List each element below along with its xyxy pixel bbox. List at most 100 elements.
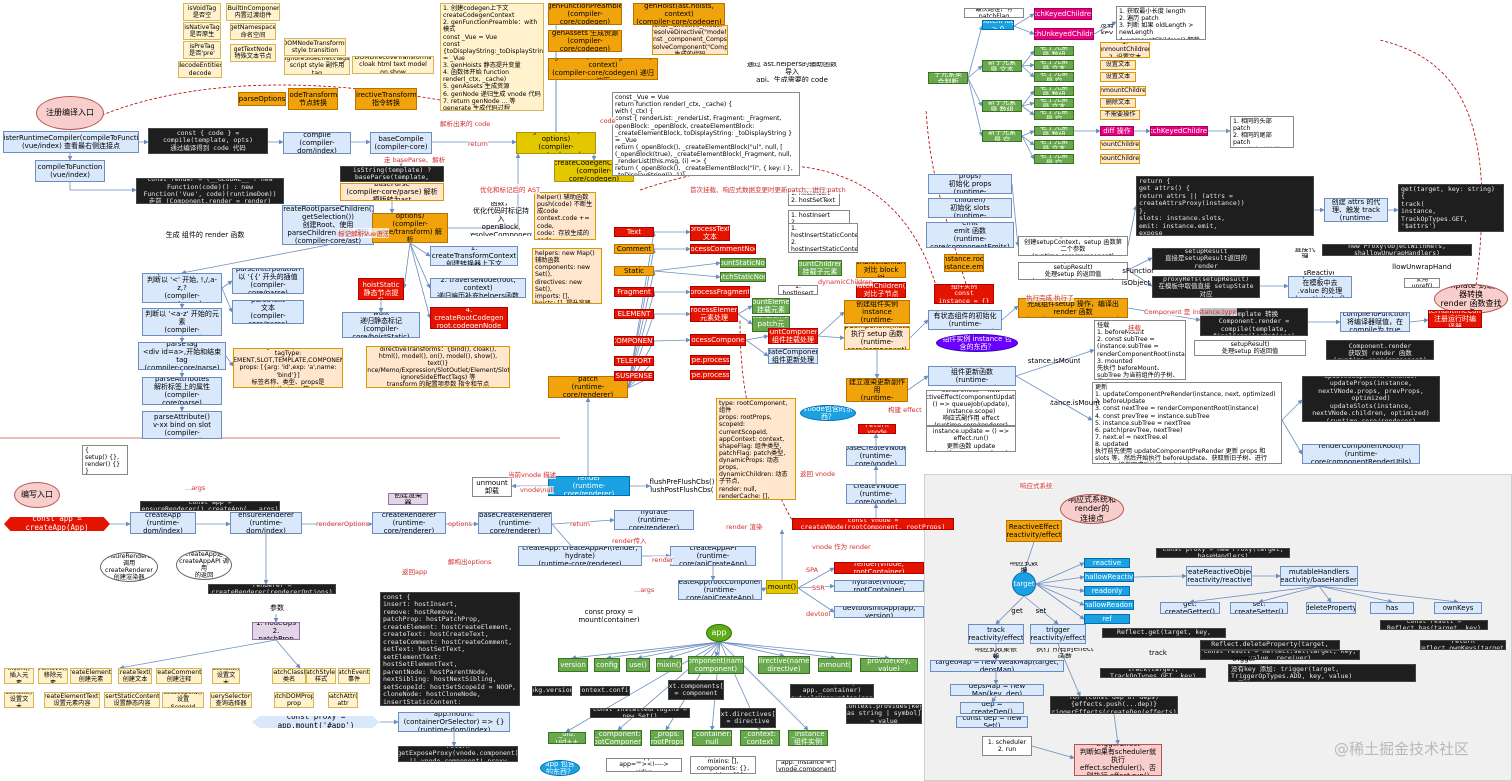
node-createComponentInstance: createComponentInstance()创建组件实例 instance…	[844, 300, 910, 324]
node-text-line: insertStaticContent: hostInsertStaticCon…	[383, 697, 462, 706]
node-text-line: decode	[188, 69, 212, 77]
node-text-line: track(target, TrackOpTypes.GET, key)	[1109, 668, 1197, 678]
node-text-line: (compiler-core/parse) 解析模版转为ast	[346, 187, 438, 201]
node-newArray: 新子元素是 数组	[982, 100, 1022, 112]
node-useUnref: 使用 unref()	[1404, 278, 1440, 288]
node-text-line: const Component.render	[1211, 309, 1297, 311]
node-text-line: updateSlots(instance, nextVNode.children…	[1312, 401, 1430, 418]
node-text-line: (compiler-core/ast)	[294, 237, 362, 245]
node-text-line: compileToFunction	[37, 162, 103, 171]
node-text-line: 移除元素	[43, 672, 63, 684]
node-text-line: (runtime-core/component)	[935, 320, 995, 329]
node-text-line: (runtime-core/componentProps)	[953, 188, 987, 194]
node-text-line: 1. beforeMount	[1097, 329, 1145, 337]
node-text-line: const {	[383, 593, 411, 601]
node-text-line: 建立渲染更新副作用	[849, 378, 905, 394]
edge-label: 首次挂载、响应式数据变更时更新patch、进行 patch	[690, 184, 846, 194]
node-text-line: createElementText()	[44, 692, 100, 700]
node-patchUnkeyed: patchUnkeyedChildren()	[1034, 28, 1094, 40]
node-compileRender: compile = compileToFunction将编译器赋值，在compi…	[1340, 312, 1410, 332]
node-text-line: 4. unmountChildren() 卸载旧的	[1119, 36, 1200, 40]
node-initSlots: initSlots(instance, children)初始化 slots(r…	[928, 198, 1012, 218]
node-text-line: patchUnkeyedChildren()	[1035, 29, 1093, 38]
node-processCommentNode: processCommentNode	[690, 244, 756, 254]
node-text-line: tag: 'h3'/'span' 等,	[260, 349, 316, 350]
node-text-line: provide(key, value)	[867, 658, 911, 672]
node-useNode: use()	[626, 658, 650, 672]
node-text-line: shapeFlag: 组件类型,	[719, 442, 782, 450]
node-text-line: parseElement	[158, 309, 207, 310]
node-text-line: (compiler-core/parse)	[162, 429, 202, 438]
node-mountChildrenC: mountChildren	[1100, 140, 1140, 150]
node-devtools: devtoolsInitApp(app, version)	[834, 606, 924, 618]
node-text-line: patch	[578, 376, 598, 383]
node-text-line: const installedPlugins = new Set()	[593, 708, 687, 718]
node-text-line: 3. 公共序列 挂载	[1233, 147, 1280, 148]
node-text-line: 递归遍历补充helpers函数	[437, 292, 519, 298]
node-text-line: handleSetupResult(instance, setupResult)	[1029, 263, 1118, 271]
node-text-line: mountChildren()	[798, 260, 841, 268]
node-text-line: 1. 创建codegen上下文 createCodegenContext	[443, 5, 515, 20]
node-querySelectorOp: querySelector()查询选择器	[210, 692, 252, 708]
node-text-line: Fragment	[617, 287, 651, 296]
node-text-line: Component.render = compile(template, fin…	[1213, 317, 1295, 335]
node-text-line: script style 副作用tag	[289, 62, 345, 75]
node-setupFns: { setup() {}, render() {}}	[82, 445, 128, 475]
node-text-line: 生成 组件的 render 函数	[165, 230, 245, 239]
node-isObject: isObject	[1122, 278, 1150, 288]
node-text-line: (runtime-dom/index)	[417, 726, 491, 732]
node-text-line: 判断以 '<' 开始, !,/,a-z,?	[146, 275, 218, 292]
node-genNode: genNode(ast.codegenNode, context)(compil…	[548, 58, 658, 80]
node-text-line: cloak html text model on show	[359, 61, 427, 74]
node-text-line: 类名	[282, 676, 296, 683]
node-text-line: 在模板中去 .value 的处理	[1297, 278, 1343, 295]
node-text-line: type.process()	[691, 370, 730, 379]
node-proxyRefs: proxyRefs在模板中去 .value 的处理(reactivity/ref…	[1288, 276, 1352, 298]
node-text-line: patchKeyedChildren()	[1150, 126, 1208, 135]
node-text-line: 注册编译入口	[46, 108, 94, 118]
node-trackNode: track(reactivity/effect)	[968, 624, 1024, 644]
node-text-line: createReactiveObject	[1187, 567, 1251, 576]
node-text-line: 1. updateComponentPreRender(instance, ne…	[1095, 391, 1276, 399]
node-text-line: mountChildren	[1101, 155, 1139, 163]
node-text-line: instance.emit	[945, 263, 984, 271]
node-text-line: createVNode	[853, 484, 899, 490]
node-text-line: 执行 setup 函数	[850, 329, 904, 338]
node-noKey: 没有 key	[1096, 24, 1118, 34]
node-text-line: deleteProperty	[1306, 603, 1356, 612]
node-text-line: 老子元素是 数组	[1040, 46, 1068, 56]
node-text-line: insert()	[7, 668, 31, 673]
node-text-line: (compiler-core/codegen) 递归遍历	[552, 69, 654, 79]
node-handleSetupResult2: handleSetupResult(instance, setupResult)…	[1194, 340, 1306, 356]
node-ownKeysNode: ownKeys	[1434, 602, 1482, 614]
node-text-line: (_openBlock(true), _createElementBlock(_…	[615, 151, 792, 166]
node-text-line: componentUpdateFn	[935, 367, 1008, 368]
node-registerEntry: 注册编译入口	[36, 96, 104, 130]
edge-label: 返回 vnode	[800, 468, 836, 478]
node-instanceRoot: instance.rootinstance.emit	[944, 254, 984, 272]
node-text-line: 命名空间	[240, 31, 266, 39]
node-unmountNode: unmount()	[818, 658, 852, 672]
node-fragmentType: Fragment	[614, 287, 654, 297]
node-text-line: const proxy = mount(container)	[578, 610, 640, 622]
node-text-line: (runtime-core/component)	[847, 338, 907, 349]
node-noOpB: 不需要操作	[1100, 110, 1140, 120]
node-registerRuntimeCompiler: registerRuntimeCompiler(compileToFunctio…	[3, 131, 139, 153]
node-text-line: 设置文本	[9, 696, 29, 708]
node-text-line: const effect = new	[941, 390, 1001, 394]
node-genAssets: genAssets 生成资源(compiler-core/codegen)	[548, 30, 622, 52]
node-text-line: 2. hostSetText	[791, 197, 835, 205]
node-text-line: 老子元素是 空	[1040, 154, 1068, 164]
node-text-line: flushPostFlushCbs()	[650, 486, 714, 494]
node-text-line: COMPONENT	[615, 336, 653, 345]
node-text-line: walk	[372, 312, 389, 317]
node-text-line: context.directives[name] = directive	[720, 709, 776, 725]
node-text-line: (compiler-core/codegen)	[559, 9, 611, 25]
node-text-line: createRenderer	[381, 512, 437, 519]
